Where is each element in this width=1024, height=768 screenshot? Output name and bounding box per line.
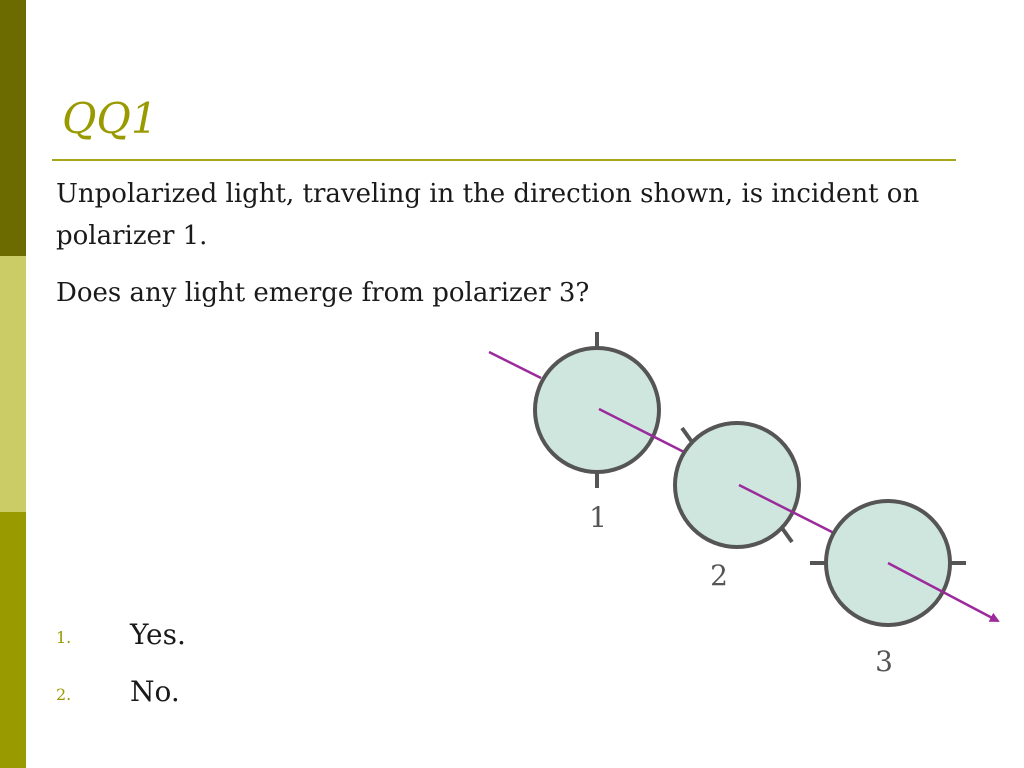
light-ray-segment-2 [738,483,835,535]
polarizer-3-label: 3 [875,645,893,678]
polarizer-1 [533,332,661,488]
light-ray-outgoing [887,561,1000,623]
light-ray-incoming [488,350,542,380]
question-prompt: Does any light emerge from polarizer 3? [56,278,590,308]
polarizer-2 [673,421,801,549]
option-number: 2. [56,685,72,704]
slide-title: QQ1 [62,94,158,143]
light-ray-segment-1 [598,407,685,454]
sidebar-segment-middle [0,256,26,512]
question-text: Unpolarized light, traveling in the dire… [56,179,920,251]
option-number: 1. [56,628,72,647]
title-divider [52,159,956,161]
option-label: Yes. [130,618,186,651]
sidebar-accent-bar [0,0,26,768]
sidebar-segment-bottom [0,512,26,768]
polarizer-2-label: 2 [710,559,728,592]
polarizer-1-label: 1 [589,501,607,534]
option-label: No. [130,675,180,708]
sidebar-segment-top [0,0,26,256]
